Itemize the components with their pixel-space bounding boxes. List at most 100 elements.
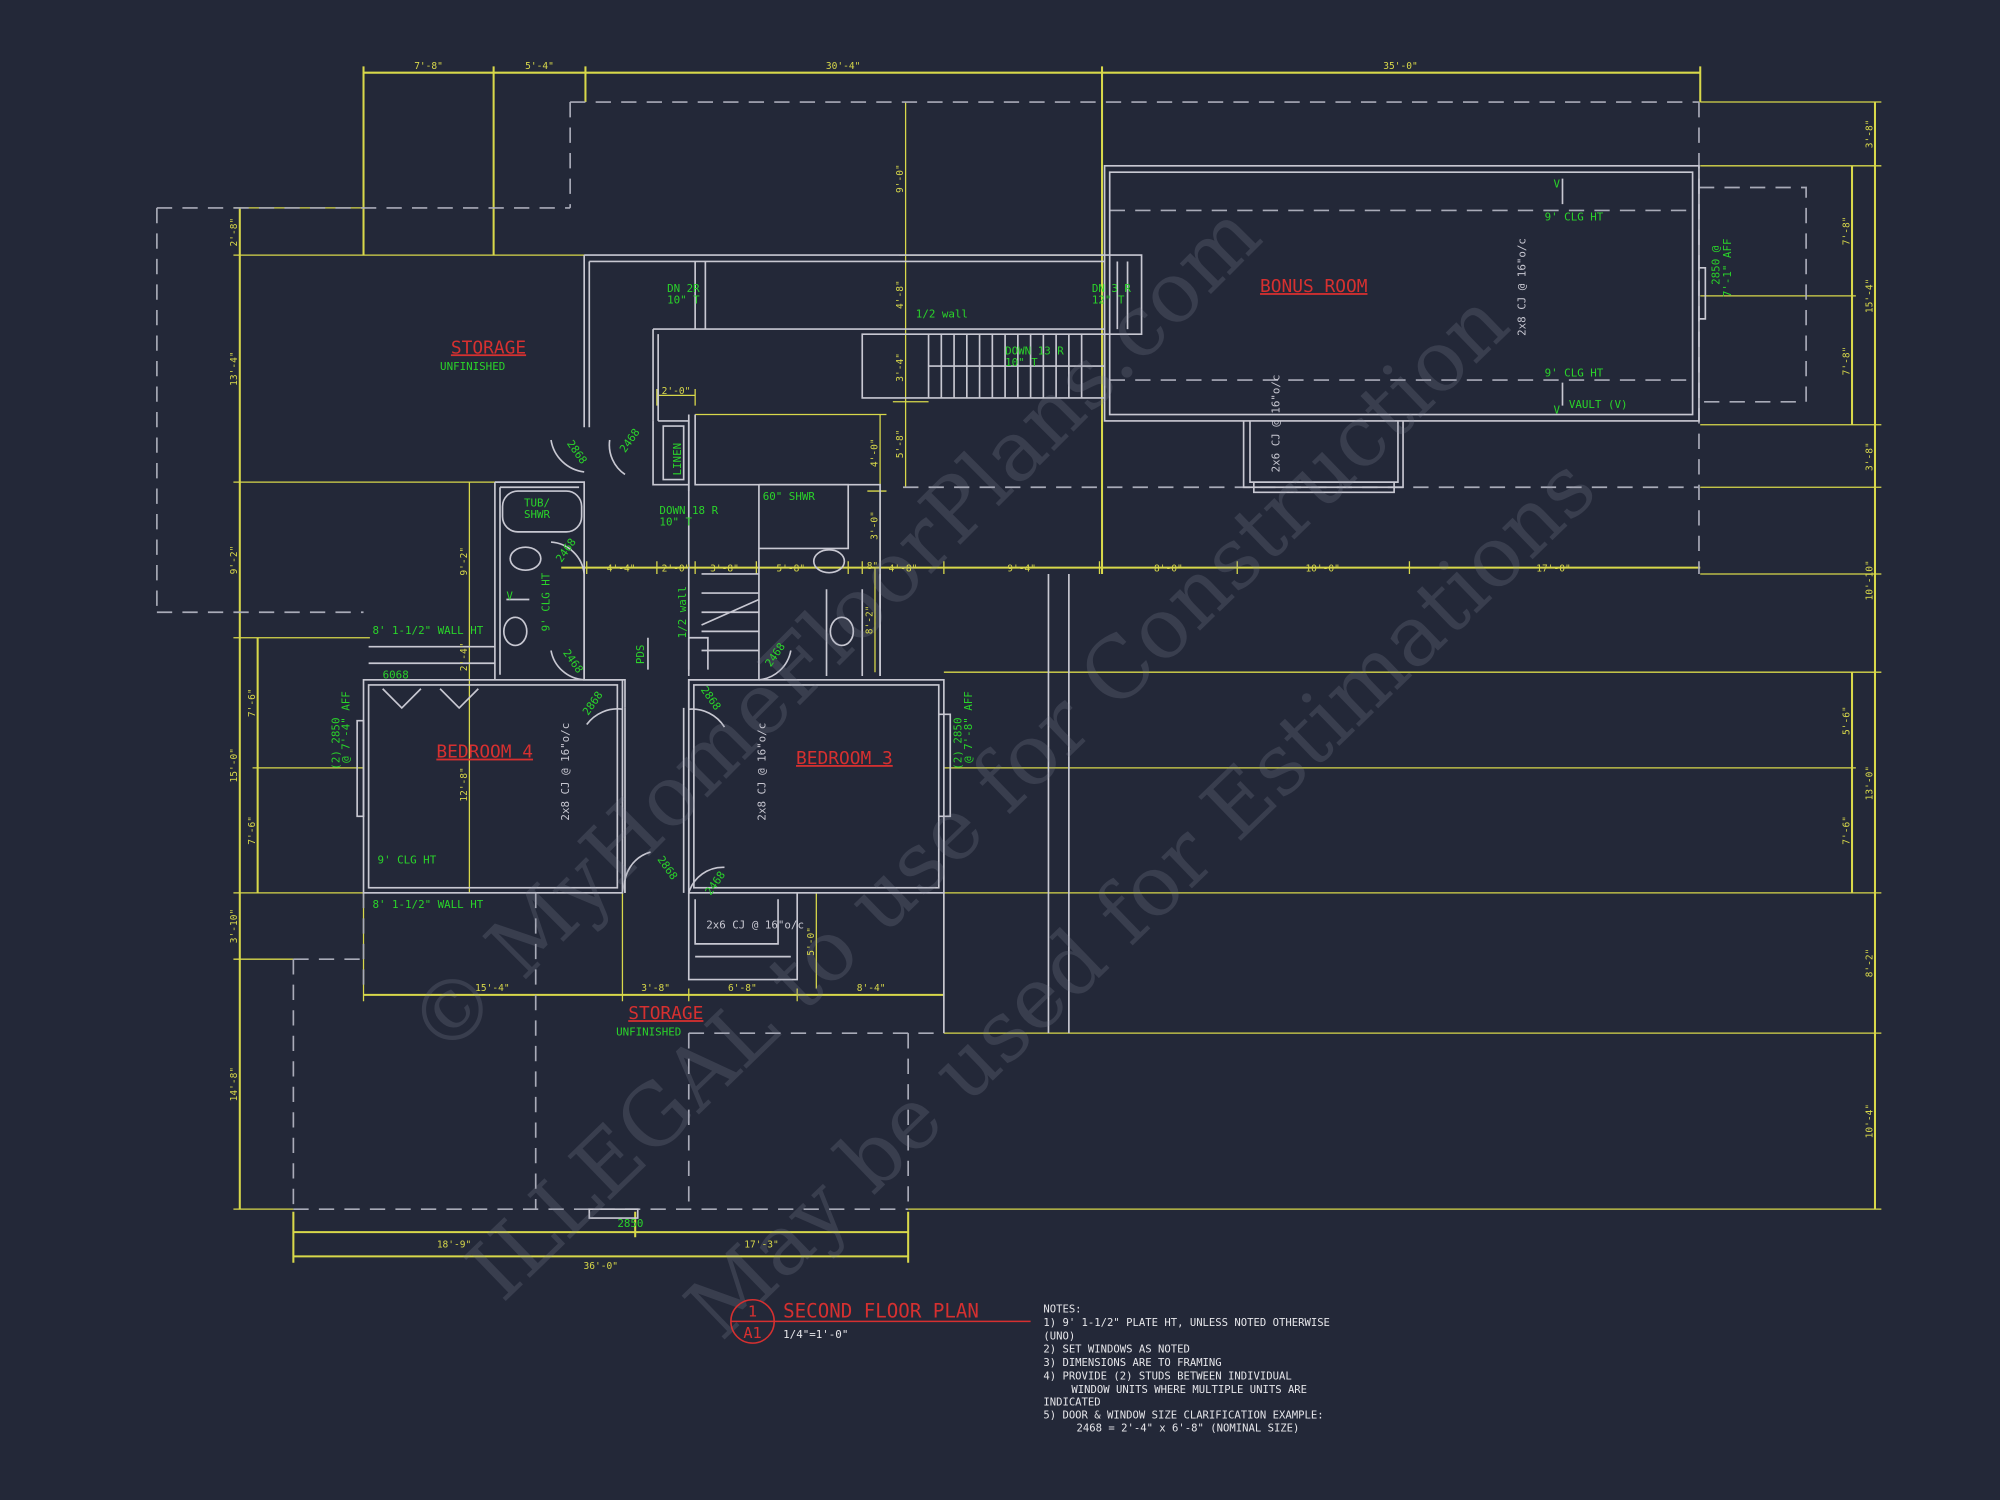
- dim-label: 17'-3": [744, 1239, 779, 1250]
- dim-label: 9'-2": [459, 547, 470, 576]
- dim-label: 12'-8": [459, 767, 470, 802]
- dim-label: 3'-8": [641, 983, 670, 994]
- dim-label: 5'-8": [776, 563, 805, 574]
- annotation: 8' 1-1/2" WALL HT: [372, 898, 483, 911]
- annotation: 12" T: [1092, 294, 1125, 307]
- note-line: (UNO): [1043, 1330, 1075, 1342]
- room-label-bedroom-3: BEDROOM 3: [796, 748, 893, 769]
- dim-label: 5'-4": [525, 61, 554, 72]
- dim-label: 7'-8": [414, 61, 443, 72]
- dim-label: 14'-8": [229, 1067, 240, 1102]
- annotation: DOWN 18 R: [659, 504, 718, 517]
- dim-label: 9'-0": [895, 164, 906, 193]
- dim-label: 8'-0": [1154, 563, 1183, 574]
- annotation: VAULT (V): [1569, 398, 1628, 411]
- notes-heading: NOTES:: [1043, 1303, 1081, 1315]
- joist-label: 2x8 CJ @ 16"o/c: [559, 723, 572, 821]
- dim-label: 4'-8": [895, 280, 906, 309]
- annotation: (2) 2850: [952, 718, 965, 770]
- dim-label: 9'-2": [229, 546, 240, 575]
- dim-label: 15'-4": [1864, 279, 1875, 314]
- dim-label: 4'-4": [607, 563, 636, 574]
- joist-label: 2x6 CJ @ 16"o/c: [706, 919, 804, 932]
- annotation: 2850 @: [1709, 245, 1722, 285]
- dim-label: 5'-0": [806, 927, 817, 956]
- dim-label: 4'-0": [870, 438, 881, 467]
- annotation: 1/2 wall: [916, 308, 968, 321]
- dim-label: 9'-4": [1007, 563, 1036, 574]
- room-labels: STORAGE BONUS ROOM BEDROOM 4 BEDROOM 3 S…: [436, 276, 1367, 1024]
- dim-label: 2'-0": [662, 563, 691, 574]
- dim-label: 7'-8": [1841, 216, 1852, 245]
- note-line: INDICATED: [1043, 1397, 1100, 1409]
- annotation: 10" T: [1005, 356, 1038, 369]
- joist-label: 2x6 CJ @ 16"o/c: [1269, 375, 1282, 473]
- vault-marker: V: [1554, 403, 1561, 416]
- dim-label: 3'-8": [1864, 442, 1875, 471]
- dim-label: 8'-2": [864, 606, 875, 635]
- dim-label: 10'-0": [1305, 563, 1340, 574]
- room-label-storage-lower: STORAGE: [628, 1003, 703, 1024]
- annotation: 8' 1-1/2" WALL HT: [372, 624, 483, 637]
- annotation: LINEN: [671, 443, 684, 476]
- dim-label: 3'-0": [870, 511, 881, 540]
- annotation: 9' CLG HT: [1545, 366, 1604, 379]
- note-line: 2468 = 2'-4" x 6'-8" (NOMINAL SIZE): [1077, 1423, 1300, 1435]
- dim-label: 4'-8": [889, 563, 918, 574]
- annotation: 7'-1" AFF: [1721, 239, 1734, 298]
- annotation: @ 7'-8" AFF: [962, 691, 975, 763]
- annotation: DOWN 13 R: [1005, 345, 1064, 358]
- detail-number: 1: [748, 1302, 757, 1320]
- dim-label: 7'-6": [247, 688, 258, 717]
- dim-label: 18'-9": [437, 1239, 472, 1250]
- annotation: PDS: [634, 645, 647, 665]
- annotation: 1/2 wall: [676, 586, 689, 638]
- dim-label: 13'-0": [1864, 766, 1875, 801]
- dim-label: 3'-8": [710, 563, 739, 574]
- joist-label: 2x8 CJ @ 16"o/c: [1515, 238, 1528, 336]
- annotation: 2850: [617, 1217, 643, 1230]
- dim-label: 3'-4": [895, 353, 906, 382]
- dim-label: 15'-4": [475, 983, 510, 994]
- watermark: © MyHomeFloorPlans.com ILLEGAL to use fo…: [389, 185, 1614, 1357]
- annotation: SHWR: [524, 508, 551, 521]
- dim-label: 8": [867, 561, 879, 572]
- dim-label: 15'-0": [229, 748, 240, 783]
- dim-label: 13'-4": [229, 351, 240, 386]
- joist-label: 2x8 CJ @ 16"o/c: [755, 723, 768, 821]
- annotation: 9' CLG HT: [1545, 211, 1604, 224]
- annotation: UNFINISHED: [440, 360, 505, 373]
- annotation: 2468: [553, 536, 579, 565]
- dim-label: 8'-2": [1864, 949, 1875, 978]
- annotation: DN 3 R: [1092, 282, 1132, 295]
- annotation: @ 7'-4" AFF: [339, 691, 352, 763]
- walls: [356, 164, 1707, 1219]
- dashed-outlines: [156, 101, 1807, 1211]
- annotation: DN 2R: [667, 282, 700, 295]
- note-line: 4) PROVIDE (2) STUDS BETWEEN INDIVIDUAL: [1043, 1370, 1291, 1382]
- dim-label: 7'-8": [1841, 347, 1852, 376]
- annotation: 9' CLG HT: [540, 572, 553, 631]
- note-line: 2) SET WINDOWS AS NOTED: [1043, 1344, 1189, 1356]
- room-label-bedroom-4: BEDROOM 4: [436, 742, 533, 763]
- dim-label: 3'-8": [1864, 120, 1875, 149]
- drawing-title: 1 A1 SECOND FLOOR PLAN 1/4"=1'-0": [730, 1298, 1031, 1344]
- sheet-number: A1: [743, 1324, 761, 1342]
- dim-label: 2'-8": [229, 218, 240, 247]
- drawing-title-text: SECOND FLOOR PLAN: [783, 1300, 979, 1323]
- dim-label: 7'-6": [247, 816, 258, 845]
- annotation: 10" T: [667, 294, 700, 307]
- room-label-bonus-room: BONUS ROOM: [1260, 276, 1367, 297]
- watermark-line-3: May be used for Estimations: [667, 438, 1614, 1357]
- room-label-storage-upper: STORAGE: [451, 337, 526, 358]
- annotation: 2868: [580, 689, 606, 718]
- annotation: 9' CLG HT: [378, 854, 437, 867]
- note-line: 3) DIMENSIONS ARE TO FRAMING: [1043, 1357, 1221, 1369]
- dim-label: 30'-4": [826, 61, 861, 72]
- dim-label: 2'-0": [662, 386, 691, 397]
- annotation: UNFINISHED: [616, 1026, 681, 1039]
- annotation: TUB/: [524, 496, 550, 509]
- dim-label: 7'-6": [1841, 816, 1852, 845]
- annotation: 10" T: [659, 516, 692, 529]
